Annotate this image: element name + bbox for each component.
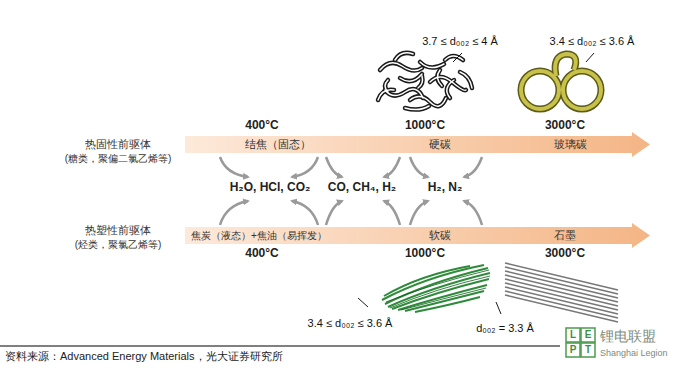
band-text: 硬碳 <box>429 136 451 153</box>
annotation: H₂, N₂ <box>426 181 465 195</box>
annotation: 3000°C <box>545 247 585 261</box>
gas-arrows <box>220 157 482 225</box>
source-note: 资料来源：Advanced Energy Materials，光大证券研究所 <box>5 350 283 363</box>
annotation: H₂O, HCl, CO₂ <box>228 181 313 195</box>
band-text: 石墨 <box>554 227 576 244</box>
annotation: 3.4 ≤ d₀₀₂ ≤ 3.6 Å <box>308 317 393 330</box>
glassy-carbon <box>521 54 601 109</box>
band-text: 焦炭（液态）+焦油（易挥发） <box>191 227 327 244</box>
annotation: CO, CH₄, H₂ <box>326 181 398 195</box>
annotation: 3000°C <box>545 119 585 133</box>
annotation: 热塑性前驱体 <box>85 224 151 237</box>
source-rule <box>0 346 560 347</box>
annotation: 400°C <box>245 247 279 261</box>
annotation: 1000°C <box>405 247 445 261</box>
watermark: P <box>570 344 577 356</box>
dimension-mark <box>453 53 462 62</box>
annotation: (糖类，聚偏二氯乙烯等) <box>65 153 172 165</box>
graphite <box>505 263 618 322</box>
annotation: 3.4 ≤ d₀₀₂ ≤ 3.6 Å <box>550 35 635 48</box>
annotation: 热固性前驱体 <box>85 138 151 151</box>
watermark: T <box>585 344 591 356</box>
band-text: 结焦（固态） <box>245 136 311 153</box>
band-text: 软碳 <box>429 227 451 244</box>
watermark-logo <box>566 328 595 357</box>
watermark: L <box>570 329 576 341</box>
process-band: 结焦（固态） 硬碳 玻璃碳 <box>185 136 650 153</box>
soft-carbon <box>382 265 490 312</box>
annotation: 1000°C <box>405 119 445 133</box>
watermark: E <box>585 329 592 341</box>
annotation: 400°C <box>245 119 279 133</box>
watermark: Shanghai Legion <box>600 348 668 358</box>
annotation: d₀₀₂ = 3.3 Å <box>476 322 534 335</box>
dimension-mark <box>358 298 368 307</box>
band-text: 玻璃碳 <box>554 136 587 153</box>
dimension-mark <box>496 302 501 314</box>
dimension-mark <box>586 53 594 62</box>
process-band: 焦炭（液态）+焦油（易挥发） 软碳 石墨 <box>185 227 650 244</box>
annotation: 3.7 ≤ d₀₀₂ ≤ 4 Å <box>422 35 498 48</box>
watermark: 锂电联盟 <box>600 328 656 344</box>
hard-carbon <box>378 53 472 110</box>
annotation: (烃类，聚氯乙烯等) <box>75 239 162 251</box>
